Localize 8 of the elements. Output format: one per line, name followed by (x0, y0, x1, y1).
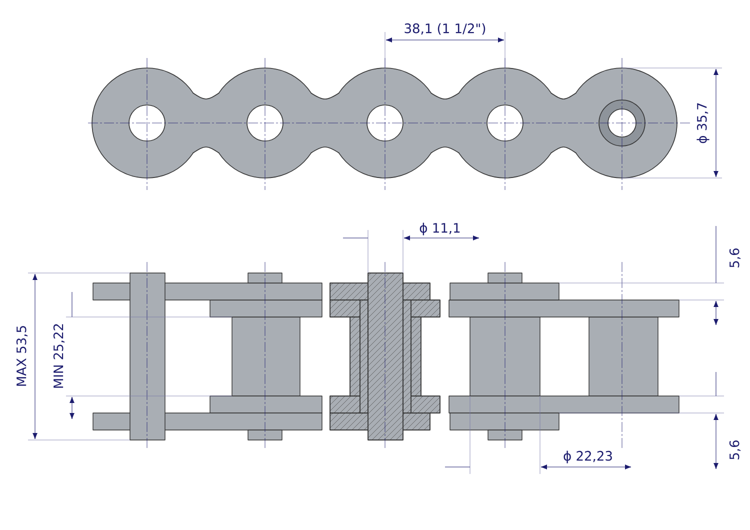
dimension-label: MAX 53,5 (16, 326, 28, 386)
dimension-label: MIN 25,22 (53, 324, 65, 388)
dimension-label: 5,6 (729, 440, 741, 460)
dimension-label: 5,6 (729, 248, 741, 268)
dimension-label: ϕ 35,7 (696, 103, 710, 144)
dimension-label: ϕ 11,1 (420, 222, 460, 236)
dimension-label: 38,1 (1 1/2") (404, 23, 486, 35)
dimension-label: ϕ 22,23 (564, 450, 612, 464)
